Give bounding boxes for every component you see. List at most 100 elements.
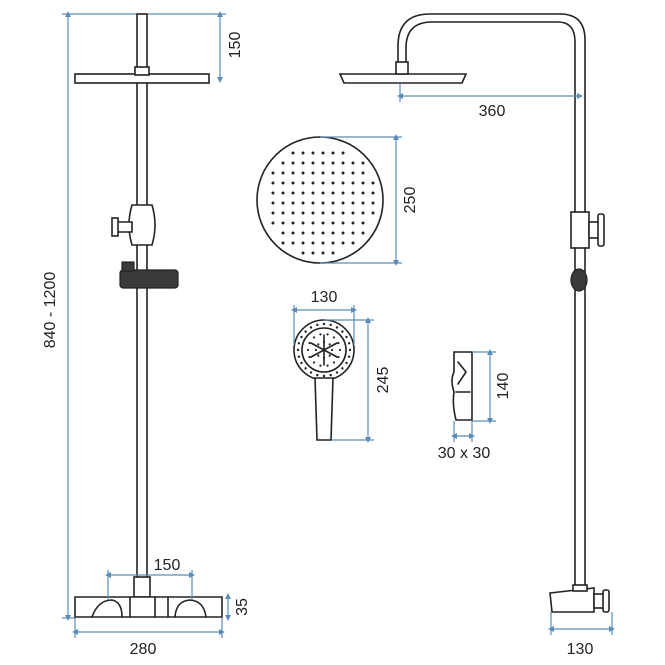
nozzle-dot xyxy=(341,211,345,215)
nozzle-dot xyxy=(351,181,355,185)
dim-total-height: 840 - 1200 xyxy=(42,11,136,621)
nozzle-dot xyxy=(341,221,345,225)
head-nozzles xyxy=(271,151,375,255)
nozzle-dot xyxy=(371,181,375,185)
hand-nozzle-dot xyxy=(328,343,331,346)
nozzle-dot xyxy=(301,231,305,235)
nozzle-dot xyxy=(311,151,315,155)
holder-clip xyxy=(457,361,467,385)
dim-hand-width: 130 xyxy=(291,289,357,345)
hand-nozzle-dot xyxy=(316,323,319,327)
side-diverter-body xyxy=(570,211,590,249)
nozzle-dot xyxy=(361,211,365,215)
hand-nozzle-dot xyxy=(330,348,334,352)
label-arm-reach: 360 xyxy=(479,103,506,120)
nozzle-dot xyxy=(351,231,355,235)
front-mixer-right-knob xyxy=(174,599,207,618)
nozzle-dot xyxy=(331,241,335,245)
nozzle-dot xyxy=(331,191,335,195)
dim-arm-reach: 360 xyxy=(397,84,583,120)
nozzle-dot xyxy=(311,191,315,195)
hand-nozzle-dot xyxy=(317,354,320,357)
nozzle-dot xyxy=(291,231,295,235)
nozzle-dot xyxy=(331,171,335,175)
dim-hand-length: 245 xyxy=(324,317,392,443)
nozzle-dot xyxy=(351,191,355,195)
holder-body xyxy=(451,351,473,421)
nozzle-dot xyxy=(341,241,345,245)
dim-wall-offset: 130 xyxy=(548,612,615,658)
nozzle-dot xyxy=(311,241,315,245)
nozzle-dot xyxy=(321,211,325,215)
dim-mixer-width: 280 xyxy=(72,618,225,658)
hand-nozzle-dot xyxy=(297,342,301,345)
hand-nozzle-dot xyxy=(317,343,320,346)
front-head-connector xyxy=(134,66,150,76)
label-mixer-width: 280 xyxy=(130,641,157,658)
nozzle-dot xyxy=(281,181,285,185)
hand-nozzle-dot xyxy=(345,335,348,339)
nozzle-dot xyxy=(301,251,305,255)
label-total-height: 840 - 1200 xyxy=(42,272,59,349)
nozzle-dot xyxy=(281,211,285,215)
nozzle-dot xyxy=(281,231,285,235)
nozzle-dot xyxy=(341,161,345,165)
hand-nozzle-dot xyxy=(304,330,307,333)
nozzle-dot xyxy=(321,171,325,175)
side-view xyxy=(338,13,610,613)
front-diverter xyxy=(128,204,156,246)
nozzle-dot xyxy=(271,181,275,185)
hand-shower-star xyxy=(310,334,338,366)
nozzle-dot xyxy=(291,241,295,245)
hand-nozzle-dot xyxy=(319,333,322,336)
nozzle-dot xyxy=(351,241,355,245)
nozzle-dot xyxy=(301,211,305,215)
side-slider xyxy=(570,268,588,292)
hand-nozzle-dot xyxy=(326,364,329,367)
nozzle-dot xyxy=(321,151,325,155)
nozzle-dot xyxy=(301,171,305,175)
nozzle-dot xyxy=(331,181,335,185)
label-wall-offset: 130 xyxy=(567,641,594,658)
hand-nozzle-dot xyxy=(328,354,331,357)
nozzle-dot xyxy=(311,181,315,185)
hand-nozzle-dot xyxy=(309,326,313,329)
side-head-connector xyxy=(395,61,409,75)
nozzle-dot xyxy=(321,221,325,225)
label-holder-footprint: 30 x 30 xyxy=(438,445,491,462)
label-head-diameter: 250 xyxy=(402,187,419,214)
front-mixer-body xyxy=(74,596,223,618)
nozzle-dot xyxy=(321,231,325,235)
nozzle-dot xyxy=(281,241,285,245)
nozzle-dot xyxy=(321,191,325,195)
nozzle-dot xyxy=(311,201,315,205)
side-diverter-knob xyxy=(597,213,605,247)
nozzle-dot xyxy=(291,161,295,165)
hand-nozzle-dot xyxy=(312,336,316,339)
nozzle-dot xyxy=(331,251,335,255)
shower-head-top-view xyxy=(256,136,384,264)
nozzle-dot xyxy=(281,171,285,175)
front-slider-holder xyxy=(119,269,179,289)
hand-nozzle-dot xyxy=(296,348,300,352)
hand-nozzle-dot xyxy=(341,330,344,333)
nozzle-dot xyxy=(331,201,335,205)
nozzle-dot xyxy=(331,161,335,165)
hand-nozzle-dot xyxy=(332,361,336,364)
nozzle-dot xyxy=(291,151,295,155)
hand-nozzle-dot xyxy=(300,361,303,365)
hand-nozzle-dot xyxy=(335,371,339,374)
hand-nozzle-dot xyxy=(329,323,332,327)
nozzle-dot xyxy=(271,221,275,225)
label-hand-width: 130 xyxy=(311,289,338,306)
nozzle-dot xyxy=(371,201,375,205)
label-hand-length: 245 xyxy=(375,367,392,394)
hand-nozzle-dot xyxy=(345,361,348,365)
nozzle-dot xyxy=(301,221,305,225)
hand-nozzle-dot xyxy=(338,348,342,352)
nozzle-dot xyxy=(341,151,345,155)
hand-nozzle-dot xyxy=(335,326,339,329)
nozzle-dot xyxy=(311,161,315,165)
nozzle-dot xyxy=(331,221,335,225)
nozzle-dot xyxy=(271,211,275,215)
